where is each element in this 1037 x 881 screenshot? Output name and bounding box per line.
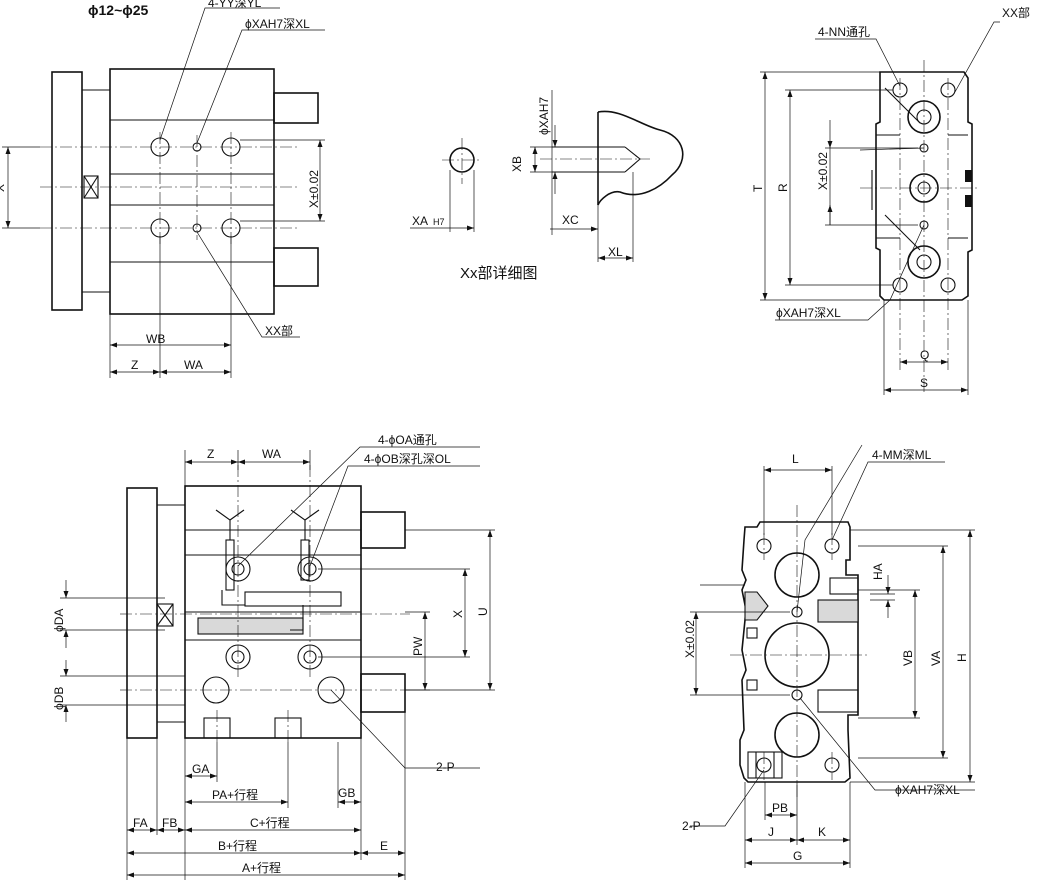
label-da: ϕDA — [52, 609, 66, 632]
label-db: ϕDB — [52, 687, 66, 710]
label-wb: WB — [146, 332, 165, 346]
label-wa-bl: WA — [262, 447, 281, 461]
label-z-bl: Z — [207, 447, 214, 461]
label-vb: VB — [901, 650, 915, 666]
label-x-tol: X±0.02 — [307, 170, 321, 208]
detail-view — [410, 90, 684, 262]
piston-rod-bl-bottom — [360, 673, 406, 713]
label-c: C+行程 — [250, 815, 290, 830]
bottom-right-view — [690, 444, 975, 868]
label-x-tol-tr: X±0.02 — [816, 152, 830, 190]
label-nn: 4-NN通孔 — [818, 25, 870, 39]
label-2p-br: 2-P — [682, 819, 701, 833]
label-x-tol-br: X±0.02 — [683, 620, 697, 658]
label-a: A+行程 — [242, 860, 281, 875]
label-xah7-detail: ϕXAH7 — [537, 97, 551, 135]
end-plate-outline — [875, 71, 973, 301]
top-left-view — [2, 7, 325, 378]
label-wa-tl: WA — [184, 358, 203, 372]
label-gb: GB — [338, 786, 355, 800]
detail-section — [597, 110, 684, 206]
label-fb: FB — [162, 816, 177, 830]
label-e: E — [380, 839, 388, 853]
label-pb: PB — [772, 801, 788, 815]
label-pa: PA+行程 — [212, 787, 258, 802]
mounting-plate-bl — [126, 487, 158, 739]
label-j: J — [768, 825, 774, 839]
label-2p-bl: 2-P — [436, 760, 455, 774]
label-xl: XL — [608, 245, 623, 259]
label-fa: FA — [133, 816, 148, 830]
label-xa: XA — [412, 214, 428, 228]
label-t: T — [751, 184, 765, 192]
drawing-title: ϕ12~ϕ25 — [88, 2, 149, 18]
mounting-plate — [51, 71, 83, 311]
label-mm: 4-MM深ML — [872, 448, 932, 462]
piston-rod-bl-top — [360, 511, 406, 549]
label-xx-tl: XX部 — [265, 323, 293, 338]
piston-rod-bottom — [273, 247, 319, 287]
label-va: VA — [929, 651, 943, 666]
label-q: Q — [920, 348, 929, 362]
piston-rod-top — [273, 92, 319, 124]
label-ha: HA — [871, 563, 885, 580]
label-u: U — [476, 607, 490, 616]
label-oa: 4-ϕOA通孔 — [378, 433, 437, 447]
label-xx-tr: XX部 — [1002, 5, 1030, 20]
label-xb: XB — [510, 156, 524, 172]
label-l: L — [792, 452, 799, 466]
label-xc: XC — [562, 213, 579, 227]
detail-caption: Xx部详细图 — [460, 265, 538, 282]
label-x-left: X — [0, 184, 7, 192]
label-xah7-tr: ϕXAH7深XL — [776, 306, 841, 320]
label-s: S — [920, 376, 928, 390]
label-z-tl: Z — [131, 358, 138, 372]
label-k: K — [818, 825, 826, 839]
label-g: G — [793, 849, 802, 863]
label-ob: 4-ϕOB深孔深OL — [364, 452, 451, 466]
label-4-yy: 4-YY深YL — [208, 0, 262, 10]
top-right-view — [760, 21, 1000, 395]
end-cap-outline — [739, 521, 859, 783]
bottom-left-view — [60, 446, 495, 880]
label-h7: H7 — [433, 217, 445, 227]
label-h: H — [955, 653, 969, 662]
label-xah7-br: ϕXAH7深XL — [895, 783, 960, 797]
label-ga: GA — [192, 762, 209, 776]
label-b: B+行程 — [218, 838, 257, 853]
label-pw: PW — [411, 636, 425, 656]
cylinder-body — [109, 68, 275, 315]
label-x-bl: X — [451, 610, 465, 618]
label-xah7-top: ϕXAH7深XL — [245, 17, 310, 31]
switch-rail — [244, 591, 342, 607]
sensor-bar — [197, 617, 304, 635]
label-r: R — [776, 183, 790, 192]
